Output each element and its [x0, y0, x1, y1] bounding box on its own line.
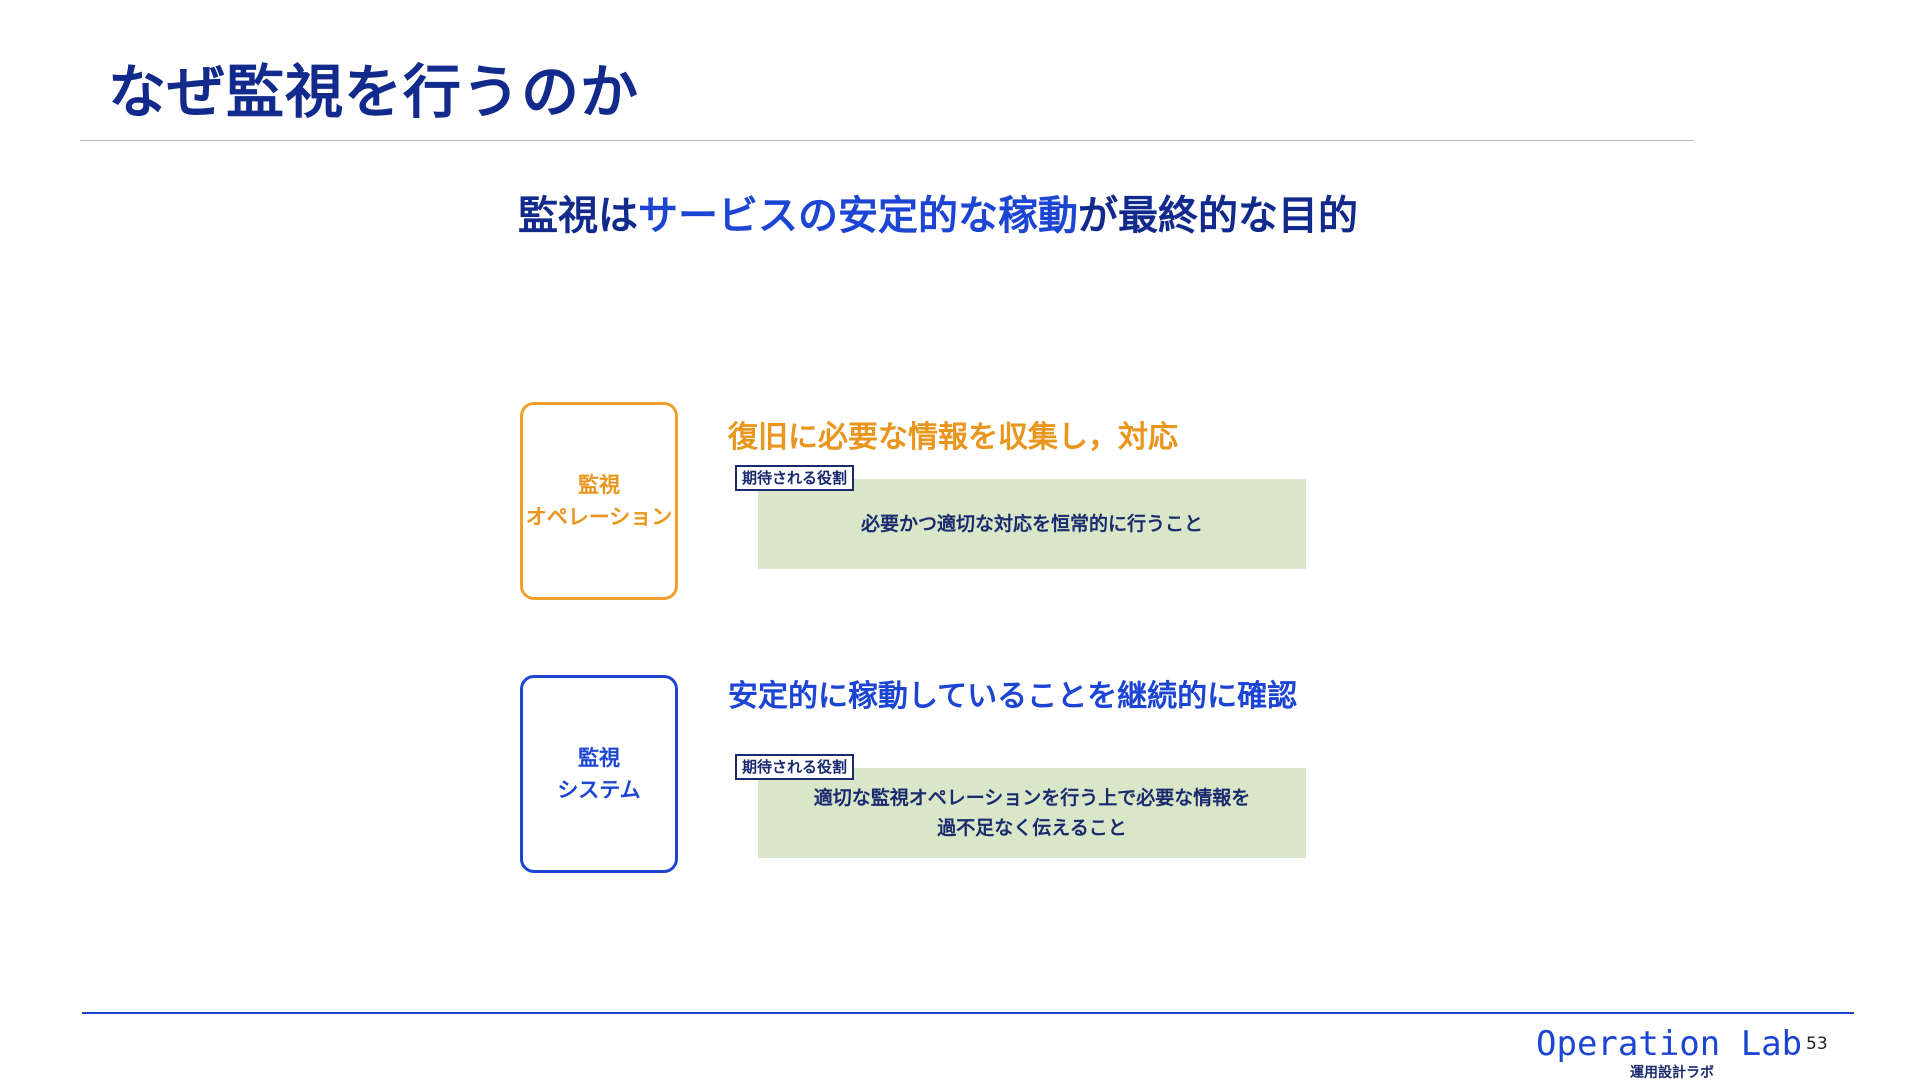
monitoring-system-box: 監視 システム: [520, 675, 678, 873]
headline: 監視はサービスの安定的な稼動が最終的な目的: [518, 188, 1358, 244]
headline-highlight: サービスの安定的な稼動: [638, 193, 1078, 239]
monitoring-system-heading: 安定的に稼動していることを継続的に確認: [728, 679, 1298, 714]
monitoring-operation-box: 監視 オペレーション: [520, 402, 678, 600]
brand-subtitle: 運用設計ラボ: [1630, 1065, 1714, 1081]
role-box-line2: システム: [557, 778, 641, 802]
slide-title: なぜ監視を行うのか: [108, 58, 640, 126]
expected-role-tag: 期待される役割: [735, 465, 855, 491]
expected-role-tag: 期待される役割: [735, 754, 855, 780]
role-box-line1: 監視: [578, 473, 620, 497]
monitoring-system-description: 適切な監視オペレーションを行う上で必要な情報を 過不足なく伝えること: [758, 768, 1306, 858]
headline-part2: が最終的な目的: [1078, 193, 1358, 239]
title-divider: [80, 140, 1694, 141]
headline-part1: 監視は: [518, 193, 638, 239]
page-number: 53: [1806, 1034, 1828, 1054]
footer-divider: [82, 1012, 1854, 1014]
description-line2: 過不足なく伝えること: [937, 817, 1127, 839]
monitoring-operation-heading: 復旧に必要な情報を収集し，対応: [728, 420, 1178, 455]
description-line1: 適切な監視オペレーションを行う上で必要な情報を: [813, 787, 1251, 809]
role-box-line2: オペレーション: [525, 505, 673, 529]
description-line1: 必要かつ適切な対応を恒常的に行うこと: [860, 513, 1203, 535]
role-box-line1: 監視: [578, 746, 620, 770]
brand-logo-text: Operation Lab: [1536, 1024, 1803, 1064]
monitoring-operation-description: 必要かつ適切な対応を恒常的に行うこと: [758, 479, 1306, 569]
